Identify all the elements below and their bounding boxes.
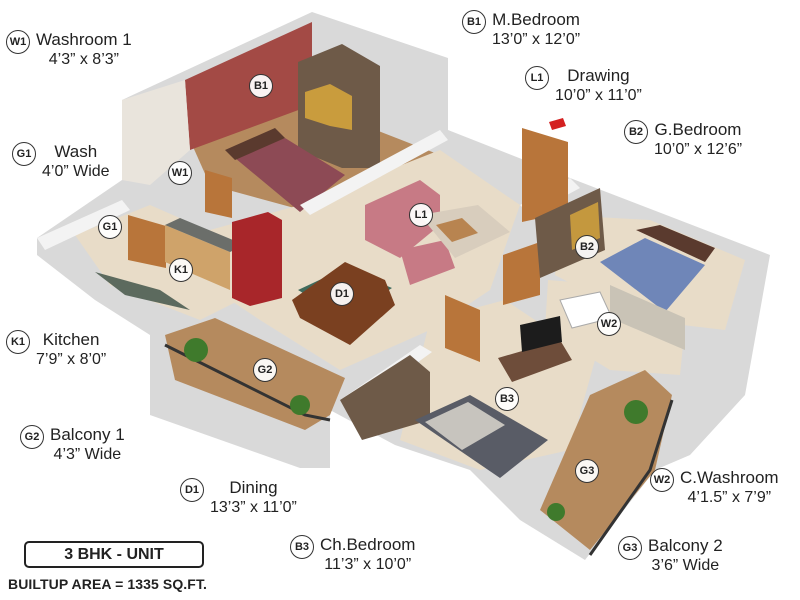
legend-dim: 13’0” x 12’0”: [492, 31, 581, 48]
legend-dim: 13’3” x 11’0”: [210, 499, 297, 516]
kitchen-counter-top: [165, 218, 245, 252]
balcony-1-railing: [164, 343, 331, 422]
legend-name: Wash: [54, 142, 98, 161]
legend-name: Washroom 1: [36, 30, 132, 49]
builtup-area-text: BUILTUP AREA = 1335 SQ.FT.: [8, 576, 208, 592]
legend-balcony-2: G3 Balcony 2 3’6” Wide: [618, 536, 723, 576]
badge-k1: K1: [6, 330, 30, 354]
badge-w1: W1: [6, 30, 30, 54]
door-wash-area: [128, 215, 166, 268]
tv-screen: [520, 316, 562, 352]
badge-b2: B2: [624, 120, 648, 144]
legend-wash: G1 Wash 4’0” Wide: [12, 142, 110, 182]
badge-g3: G3: [618, 536, 642, 560]
legend-name: Kitchen: [42, 330, 100, 349]
room-marker-b1: B1: [249, 74, 273, 98]
plant-balcony-1a: [184, 338, 208, 362]
sofa-set: [365, 180, 440, 258]
washroom-1-wall: [122, 80, 190, 185]
legend-dim: 4’3” x 8’3”: [48, 51, 119, 68]
room-marker-g2: G2: [253, 358, 277, 382]
badge-l1: L1: [525, 66, 549, 90]
room-marker-w1: W1: [168, 161, 192, 185]
master-bed: [235, 138, 345, 212]
legend-g-bedroom: B2 G.Bedroom 10’0” x 12’6”: [624, 120, 742, 160]
room-marker-k1: K1: [169, 258, 193, 282]
plant-balcony-2b: [547, 503, 565, 521]
kitchen-counter: [165, 225, 230, 290]
child-bed-sheet: [425, 402, 505, 450]
legend-name: Dining: [229, 478, 278, 497]
room-marker-d1: D1: [330, 282, 354, 306]
legend-name: Ch.Bedroom: [320, 535, 416, 554]
legend-balcony-1: G2 Balcony 1 4’3” Wide: [20, 425, 125, 465]
washroom-2-wall: [610, 285, 685, 350]
wall-master-living: [300, 130, 448, 215]
legend-name: Balcony 1: [50, 425, 125, 444]
wall-kitchen-left: [37, 200, 130, 250]
legend-dim: 4’3” Wide: [53, 446, 122, 463]
legend-ch-bedroom: B3 Ch.Bedroom 11’3” x 10’0”: [290, 535, 415, 575]
wardrobe-master-panels: [305, 84, 352, 130]
room-marker-l1: L1: [409, 203, 433, 227]
tv-unit: [498, 340, 572, 382]
room-marker-g1: G1: [98, 215, 122, 239]
sofa-secondary: [400, 240, 455, 285]
legend-name: M.Bedroom: [492, 10, 580, 29]
legend-drawing: L1 Drawing 10’0” x 11’0”: [525, 66, 642, 106]
legend-c-washroom: W2 C.Washroom 4’1.5” x 7’9”: [650, 468, 779, 508]
room-marker-g3: G3: [575, 459, 599, 483]
plant-balcony-1b: [290, 395, 310, 415]
legend-kitchen: K1 Kitchen 7’9” x 8’0”: [6, 330, 106, 370]
badge-g1: G1: [12, 142, 36, 166]
badge-b1: B1: [462, 10, 486, 34]
room-marker-w2: W2: [597, 312, 621, 336]
feature-wall-master-bedroom: [185, 22, 312, 150]
legend-dim: 4’0” Wide: [42, 163, 110, 180]
legend-dim: 10’0” x 12’6”: [654, 141, 743, 158]
badge-w2: W2: [650, 468, 674, 492]
room-marker-b2: B2: [575, 235, 599, 259]
legend-dim: 4’1.5” x 7’9”: [687, 489, 772, 506]
guest-bed-headboard: [636, 225, 715, 262]
badge-d1: D1: [180, 478, 204, 502]
door-washroom-1: [205, 170, 232, 218]
guest-bed: [600, 238, 705, 312]
legend-name: Drawing: [567, 66, 630, 85]
legend-dim: 3’6” Wide: [651, 557, 720, 574]
entry-light: [549, 118, 566, 130]
legend-dim: 10’0” x 11’0”: [555, 87, 642, 104]
balcony-2-railing: [588, 399, 674, 556]
legend-name: G.Bedroom: [654, 120, 742, 139]
legend-name: Balcony 2: [648, 536, 723, 555]
master-bed-headboard: [225, 128, 285, 160]
legend-m-bedroom: B1 M.Bedroom 13’0” x 12’0”: [462, 10, 580, 50]
room-marker-b3: B3: [495, 387, 519, 411]
child-wardrobe: [340, 355, 430, 440]
coffee-table: [436, 218, 478, 242]
wash-area-counter: [95, 272, 190, 310]
legend-dining: D1 Dining 13’3” x 11’0”: [180, 478, 297, 518]
badge-b3: B3: [290, 535, 314, 559]
badge-g2: G2: [20, 425, 44, 449]
door-guest-bedroom: [503, 242, 540, 305]
fridge: [232, 212, 282, 306]
legend-name: C.Washroom: [680, 468, 779, 487]
legend-dim: 11’3” x 10’0”: [324, 556, 412, 573]
unit-type-box: 3 BHK - UNIT: [24, 541, 204, 568]
main-door: [522, 128, 568, 222]
legend-dim: 7’9” x 8’0”: [36, 351, 107, 368]
plant-balcony-2: [624, 400, 648, 424]
legend-washroom-1: W1 Washroom 1 4’3” x 8’3”: [6, 30, 132, 70]
door-child-bedroom: [445, 295, 480, 362]
